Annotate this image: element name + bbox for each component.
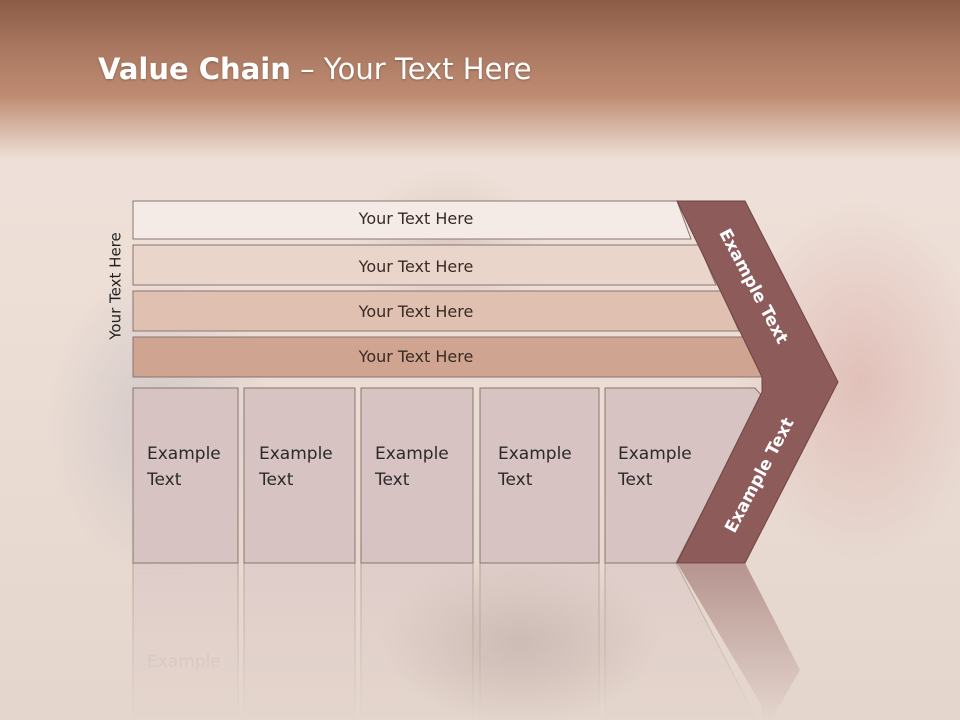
cell-3-line2: Text [374, 470, 410, 490]
bar-2 [132, 244, 717, 286]
cell-2-line2: Text [258, 470, 294, 490]
cell-1-line1: Example [147, 444, 221, 464]
header-band [0, 0, 960, 160]
cell-4-line1: Example [498, 444, 572, 464]
cell-5-line2: Text [617, 470, 653, 490]
bar-2-label: Your Text Here [358, 257, 474, 276]
bar-3-label: Your Text Here [358, 302, 474, 321]
cell-1-line2: Text [146, 470, 182, 490]
slide-title: Value Chain – Your Text Here [98, 52, 532, 86]
reflection: Example [132, 562, 800, 720]
title-bold: Value Chain [98, 52, 291, 86]
cell-1 [132, 387, 239, 564]
bar-1-label: Your Text Here [358, 209, 474, 228]
reflection-cell-1-line1: Example [147, 652, 221, 672]
cell-4 [479, 387, 600, 564]
bar-1 [132, 200, 692, 240]
cell-4-line2: Text [497, 470, 533, 490]
cell-5-line1: Example [618, 444, 692, 464]
cell-3-line1: Example [375, 444, 449, 464]
title-rest: – Your Text Here [290, 52, 532, 86]
bars-group: Your Text Here Your Text Here Your Text … [132, 200, 764, 378]
cell-2-line1: Example [259, 444, 333, 464]
cell-2 [243, 387, 356, 564]
cell-3 [360, 387, 474, 564]
cells-group: Example Text Example Text Example Text E… [132, 387, 763, 564]
bar-3 [132, 290, 740, 332]
bar-4-label: Your Text Here [358, 347, 474, 366]
